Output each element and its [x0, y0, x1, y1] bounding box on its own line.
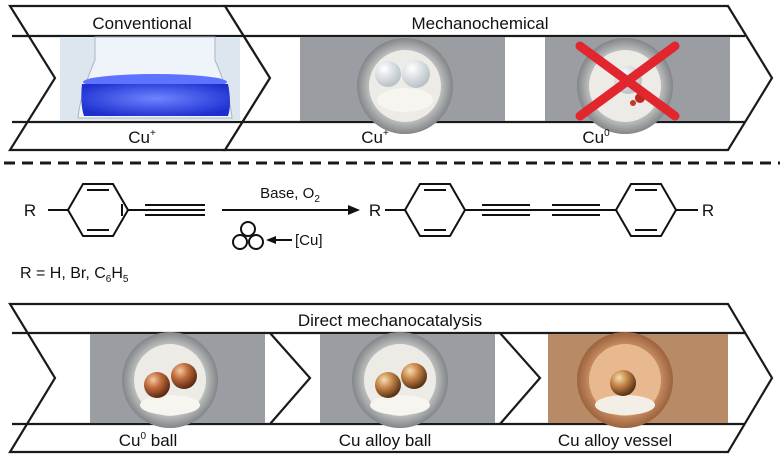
reaction-conditions: Base, O2: [260, 185, 320, 205]
cross-mark-icon: [575, 41, 680, 121]
direct-mechanocatalysis-header: Direct mechanocatalysis: [298, 311, 482, 330]
mechanochemical-header: Mechanochemical: [411, 14, 548, 33]
label-cu-plus-mechanochemical: Cu+: [361, 128, 389, 147]
catalyst-label: [Cu]: [295, 232, 323, 249]
jar-white-balls-photo: [300, 37, 505, 134]
bottom-panel: Direct mechanocatalysis Cu0 ball Cu allo…: [8, 302, 774, 454]
cu-alloy-vessel-photo: [548, 332, 728, 428]
label-cu-zero-ball: Cu0 ball: [119, 431, 177, 450]
reaction-scheme: [48, 183, 698, 250]
substituent-r-product-left: R: [369, 201, 381, 220]
flask-photo: [60, 36, 240, 121]
ball-mill-icon: [232, 221, 264, 250]
starting-material-structure: [48, 183, 205, 237]
conventional-header: Conventional: [92, 14, 191, 33]
label-cu-alloy-vessel: Cu alloy vessel: [558, 431, 672, 450]
r-definition: R = H, Br, C6H5: [20, 265, 129, 285]
cu-ball-photo: [90, 332, 265, 428]
product-structure: [385, 183, 698, 237]
label-cu-alloy-ball: Cu alloy ball: [339, 431, 432, 450]
top-panel: Conventional Mechanochemical Cu+ Cu+ Cu0: [8, 4, 774, 152]
cu-alloy-ball-photo: [320, 332, 495, 428]
label-cu-plus-conventional: Cu+: [128, 128, 156, 147]
jar-crossed-photo: [545, 37, 730, 134]
label-cu-zero-mechanochemical: Cu0: [582, 128, 610, 147]
top-photos: [60, 36, 730, 134]
substituent-r-left: R: [24, 201, 36, 220]
substituent-r-product-right: R: [702, 201, 714, 220]
